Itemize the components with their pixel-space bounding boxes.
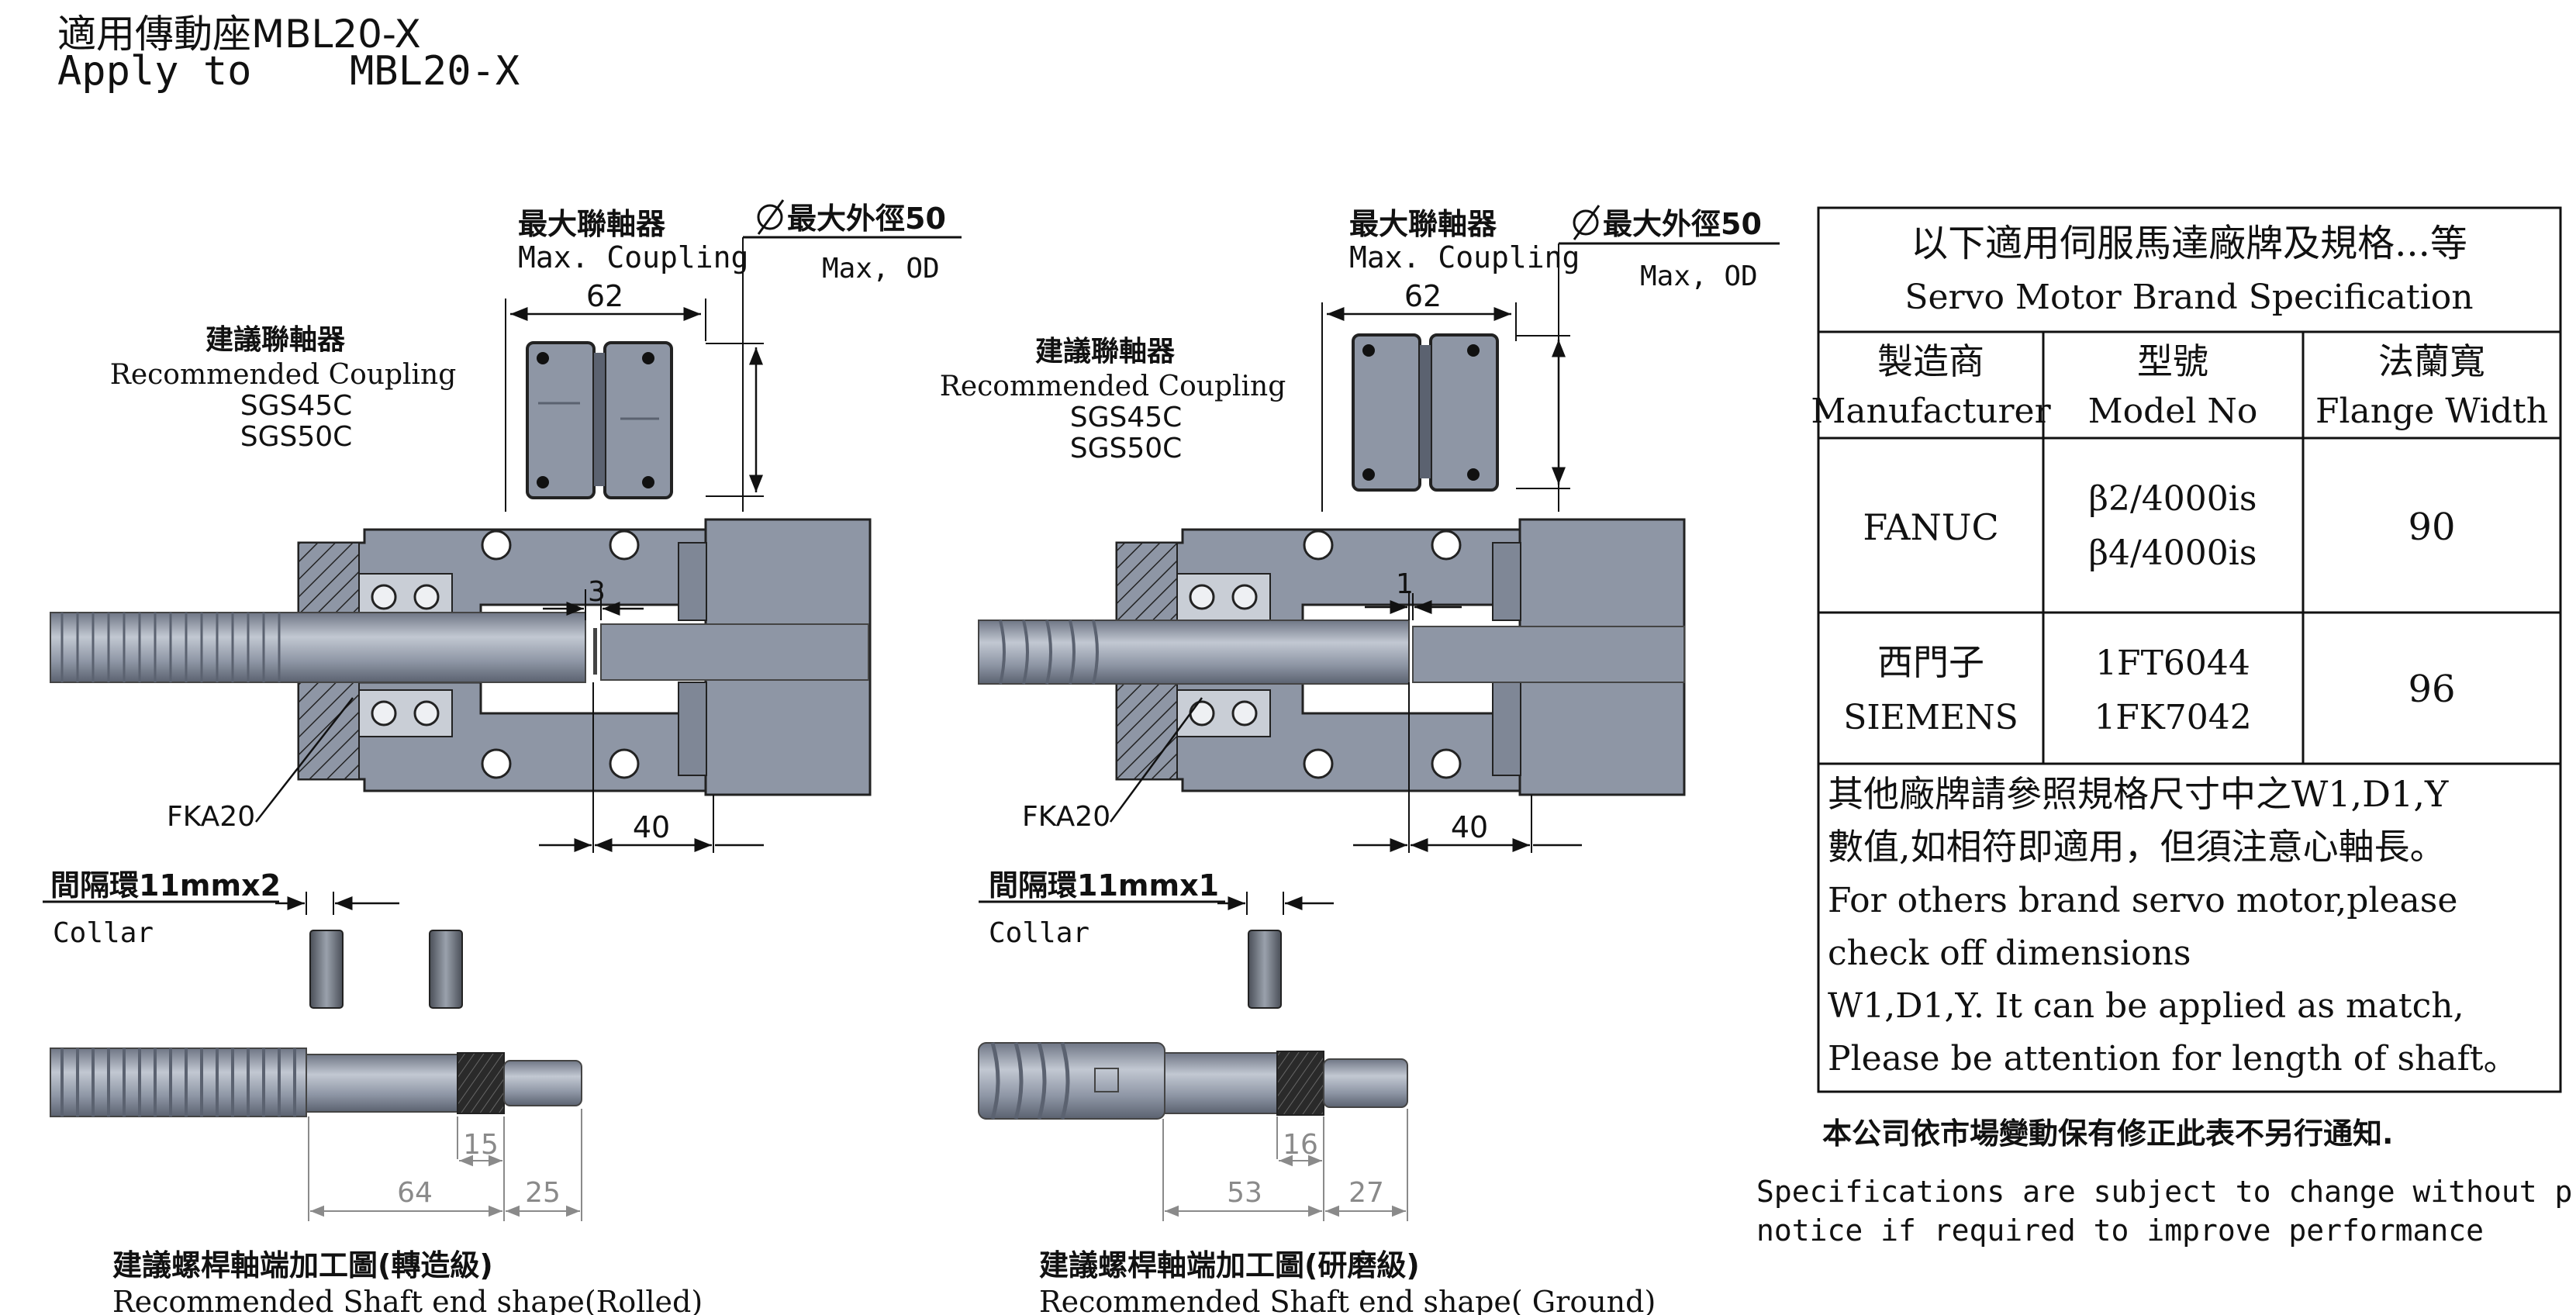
coupling: [1352, 333, 1499, 492]
shaft-end-ground: [978, 1042, 1408, 1120]
bearing-label: FKA20: [167, 801, 255, 833]
dim-bottom: 40: [1451, 810, 1488, 844]
col-header-en: Model No: [2088, 392, 2258, 431]
dim-coupling-width: 62: [586, 279, 623, 313]
notice-en-1: Specifications are subject to change wit…: [1756, 1175, 2576, 1209]
note-line: For others brand servo motor,please: [1828, 881, 2457, 920]
max-od-en: Max, OD: [822, 253, 940, 285]
dim-shaft-c: 25: [525, 1177, 561, 1209]
max-od-cn: 最大外徑50: [1603, 207, 1762, 241]
left-assembly-view: 最大聯軸器 Max. Coupling 最大外徑50 Max, OD 建議聯軸器…: [43, 199, 962, 1315]
dim-shaft-a: 15: [463, 1129, 499, 1161]
max-coupling-cn: 最大聯軸器: [1349, 207, 1497, 241]
cell-manufacturer: FANUC: [1863, 506, 1998, 548]
shaft-caption-cn: 建議螺桿軸端加工圖(轉造級): [112, 1248, 493, 1282]
right-assembly-view: 最大聯軸器 Max. Coupling 最大外徑50 Max, OD 建議聯軸器…: [940, 205, 1780, 1315]
notice-cn: 本公司依市場變動保有修正此表不另行通知.: [1822, 1117, 2393, 1151]
dim-shaft-b: 53: [1227, 1177, 1262, 1209]
max-od-cn: 最大外徑50: [787, 202, 946, 236]
note-line: 其他廠牌請參照規格尺寸中之W1,D1,Y: [1828, 773, 2449, 815]
cell-manufacturer: SIEMENS: [1843, 698, 2018, 737]
dim-gap: 3: [588, 576, 606, 608]
collar-en: Collar: [53, 917, 154, 949]
collar-cn: 間隔環11mmx2: [50, 868, 281, 903]
rec-coupling-en: Recommended Coupling: [110, 359, 457, 391]
apply-to-label: Apply to: [57, 48, 252, 95]
rec-coupling-model-1: SGS45C: [1070, 402, 1183, 433]
col-header-en: Flange Width: [2315, 392, 2548, 431]
rec-coupling-model-2: SGS50C: [1070, 433, 1183, 464]
collar-en: Collar: [989, 917, 1089, 949]
col-header-cn: 型號: [2137, 340, 2208, 382]
motor-shaft: [600, 623, 869, 681]
max-coupling-en: Max. Coupling: [518, 240, 748, 274]
collar-ring: [1248, 930, 1282, 1009]
collar-ring: [309, 930, 344, 1009]
shaft-end-rolled: [50, 1048, 582, 1117]
notice-en-2: notice if required to improve performanc…: [1756, 1213, 2484, 1248]
diameter-symbol-icon: [1573, 205, 1601, 240]
dim-shaft-c: 27: [1348, 1177, 1384, 1209]
footer-notice: 本公司依市場變動保有修正此表不另行通知. Specifications are …: [1756, 1117, 2576, 1248]
col-header-en: Manufacturer: [1811, 392, 2051, 431]
dim-shaft-b: 64: [397, 1177, 433, 1209]
dim-shaft-a: 16: [1283, 1129, 1318, 1161]
title-cn: 適用傳動座MBL20-X: [57, 12, 421, 57]
max-od-en: Max, OD: [1640, 261, 1758, 292]
note-line: W1,D1,Y. It can be applied as match,: [1828, 986, 2464, 1026]
shaft-caption-cn: 建議螺桿軸端加工圖(研磨級): [1039, 1248, 1420, 1282]
cell-model: β2/4000is: [2089, 479, 2257, 519]
note-line: Please be attention for length of shaft。: [1828, 1039, 2518, 1079]
dim-coupling-width: 62: [1404, 279, 1442, 313]
rec-coupling-en: Recommended Coupling: [940, 371, 1286, 402]
rec-coupling-model-1: SGS45C: [240, 390, 353, 422]
apply-to-model: MBL20-X: [350, 48, 520, 95]
col-header-cn: 製造商: [1877, 340, 1984, 382]
dim-bottom: 40: [633, 810, 670, 844]
rec-coupling-model-2: SGS50C: [240, 421, 353, 453]
cell-model: 1FK7042: [2094, 698, 2251, 737]
coupling: [526, 341, 673, 499]
collar-cn: 間隔環11mmx1: [989, 868, 1219, 903]
motor-shaft: [1412, 626, 1685, 683]
spec-table: 以下適用伺服馬達廠牌及規格...等 Servo Motor Brand Spec…: [1811, 206, 2562, 1093]
max-coupling-en: Max. Coupling: [1349, 240, 1580, 274]
shaft-caption-en: Recommended Shaft end shape( Ground): [1039, 1285, 1656, 1315]
cell-model: 1FT6044: [2095, 644, 2250, 683]
note-line: check off dimensions: [1828, 934, 2191, 973]
screw-shaft: [978, 620, 1410, 685]
dim-gap: 1: [1396, 568, 1414, 600]
cell-flange: 90: [2408, 506, 2455, 549]
diameter-symbol-icon: [757, 199, 785, 235]
note-line: 數值,如相符即適用，但須注意心軸長。: [1828, 826, 2446, 868]
bearing-label: FKA20: [1022, 801, 1110, 833]
max-coupling-cn: 最大聯軸器: [518, 207, 666, 241]
cell-model: β4/4000is: [2089, 533, 2257, 573]
table-title-cn: 以下適用伺服馬達廠牌及規格...等: [1911, 222, 2467, 265]
collar-ring: [429, 930, 463, 1009]
col-header-cn: 法蘭寬: [2378, 340, 2485, 382]
apply-to: Apply to MBL20-X: [57, 48, 520, 95]
rec-coupling-cn: 建議聯軸器: [1035, 336, 1176, 368]
table-title-en: Servo Motor Brand Specification: [1904, 278, 2473, 317]
rec-coupling-cn: 建議聯軸器: [205, 324, 346, 356]
cell-manufacturer: 西門子: [1877, 641, 1984, 683]
screw-shaft: [50, 612, 597, 683]
shaft-caption-en: Recommended Shaft end shape(Rolled): [112, 1285, 703, 1315]
cell-flange: 96: [2408, 668, 2455, 711]
bearing-housing: [1115, 528, 1537, 792]
